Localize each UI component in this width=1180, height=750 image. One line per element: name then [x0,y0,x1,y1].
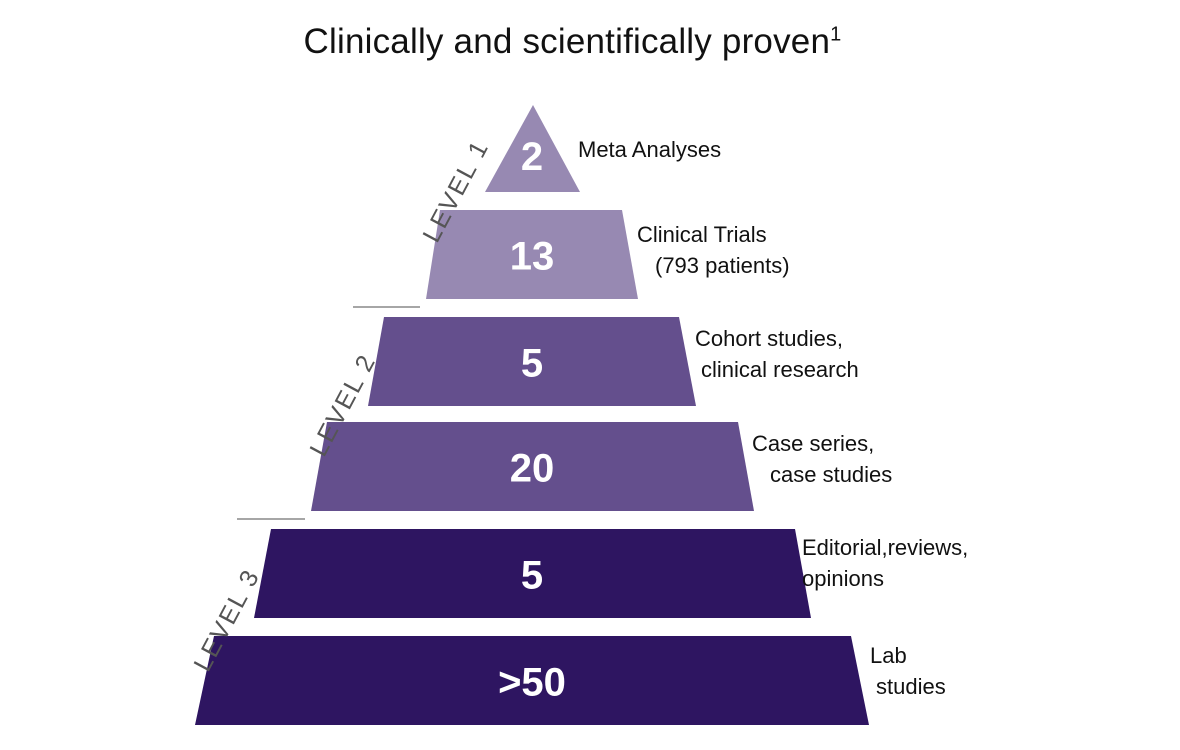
pyramid-tier [311,422,754,511]
pyramid-tier [368,317,696,406]
page-title: Clinically and scientifically proven1 [303,22,842,61]
tier-description-line: clinical research [701,357,859,382]
tier-description-line: case studies [770,462,893,487]
tier-count: 20 [510,447,555,491]
tier-count: 13 [510,235,555,279]
tier-description-line: Clinical Trials [637,222,767,247]
tier-description-line: (793 patients) [655,253,790,278]
tier-description: Case series, case studies [752,428,892,490]
pyramid-tier [195,636,869,725]
pyramid-tier [254,529,811,618]
tier-count: >50 [498,661,566,705]
tier-description-line: Meta Analyses [578,137,722,162]
tier-description: Lab studies [870,640,946,702]
pyramid-tier [426,210,638,299]
tier-count: 2 [521,135,543,179]
title-footnote-marker: 1 [830,23,842,46]
tier-description: Clinical Trials (793 patients) [637,219,790,281]
tier-count: 5 [521,554,543,598]
tier-description: Meta Analyses [578,134,721,165]
tier-description: Cohort studies, clinical research [695,323,859,385]
tier-description-line: Cohort studies, [695,326,843,351]
tier-count: 5 [521,342,543,386]
tier-description-line: opinions [802,566,884,591]
tier-description: Editorial,reviews, opinions [802,532,968,594]
pyramid-tier [485,105,580,192]
tier-description-line: studies [876,674,946,699]
tier-description-line: Case series, [752,431,875,456]
tier-description-line: Editorial,reviews, [802,535,969,560]
tier-description-line: Lab [870,643,907,668]
